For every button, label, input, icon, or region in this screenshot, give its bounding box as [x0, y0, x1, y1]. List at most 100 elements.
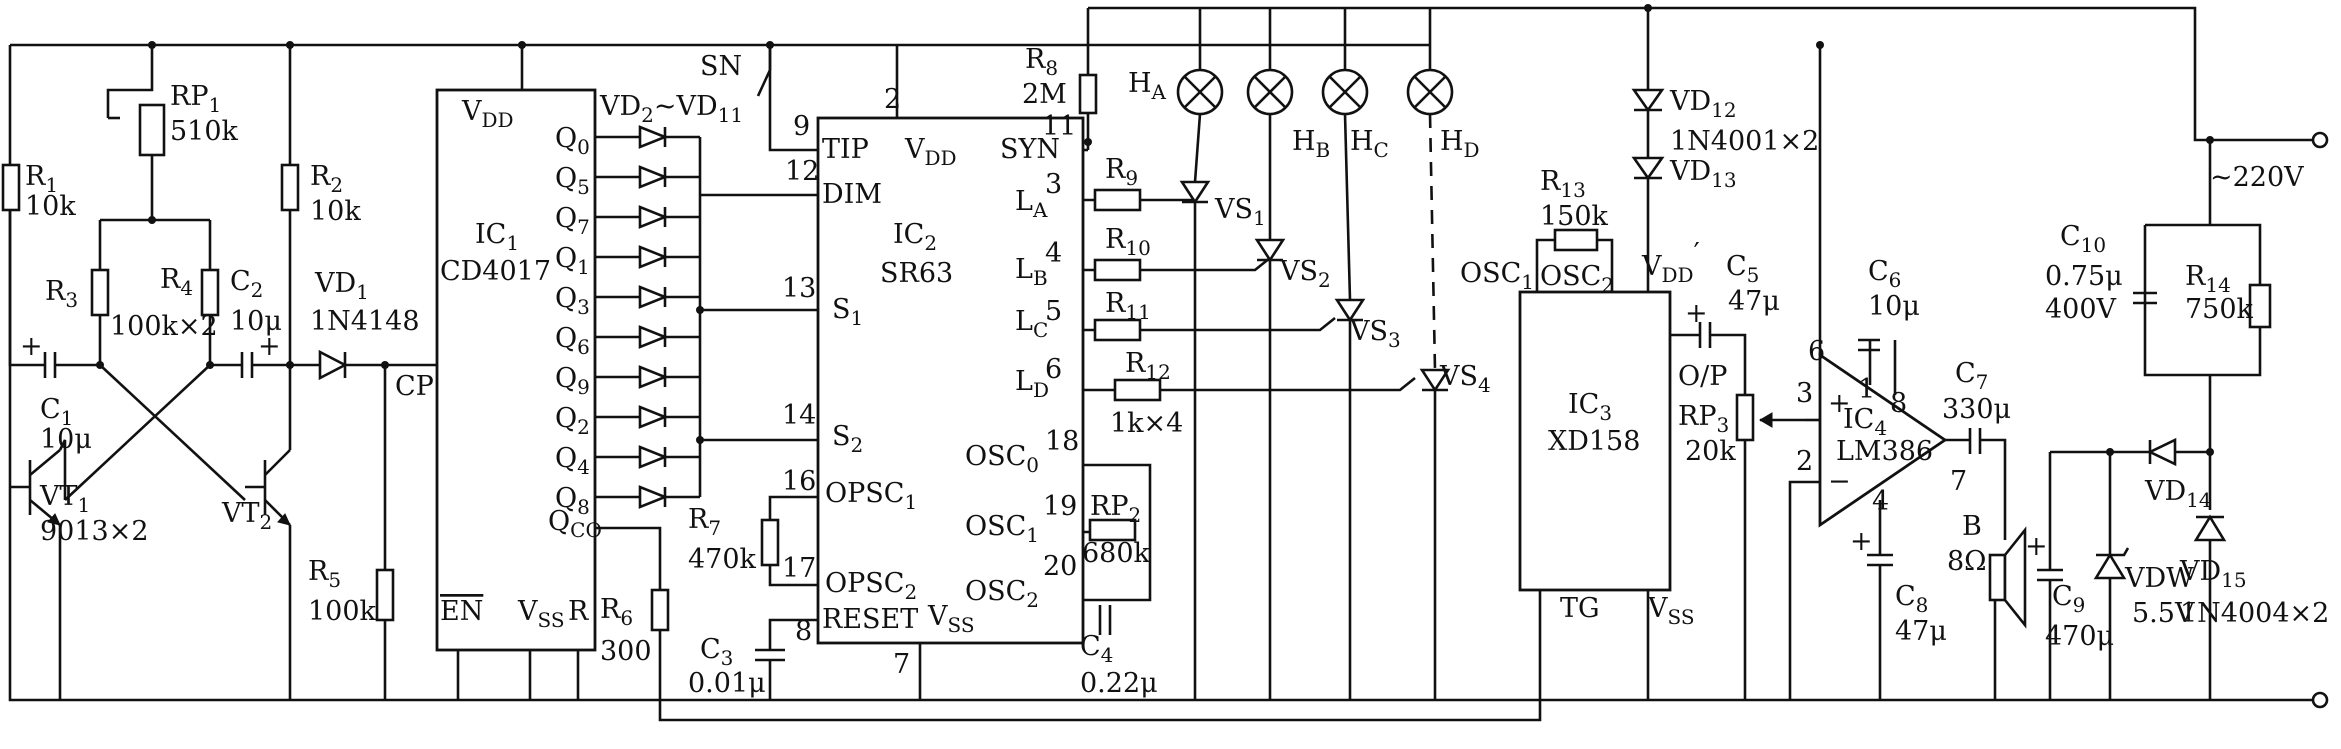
svg-text:+: + [20, 331, 43, 362]
svg-text:13: 13 [782, 273, 816, 304]
svg-text:DIM: DIM [822, 179, 882, 210]
svg-text:0.01μ: 0.01μ [688, 668, 766, 699]
svg-text:20k: 20k [1685, 436, 1736, 467]
svg-text:R12: R12 [1125, 348, 1171, 384]
svg-text:LM386: LM386 [1836, 436, 1933, 467]
svg-text:RESET: RESET [822, 604, 918, 635]
svg-text:VSS: VSS [517, 596, 565, 632]
ic1-part: CD4017 [440, 256, 551, 287]
svg-text:HC: HC [1350, 126, 1389, 162]
svg-text:XD158: XD158 [1548, 426, 1640, 457]
r8: R8 2M [1022, 44, 1098, 115]
ic1-output-label: Q5 [555, 163, 590, 199]
ic1-output-label: Q7 [555, 203, 590, 239]
svg-text:TG: TG [1560, 593, 1600, 624]
svg-text:+: + [2025, 531, 2048, 562]
ic1-output-label: Q4 [555, 443, 590, 479]
svg-text:+: + [1850, 526, 1873, 557]
svg-text:LC: LC [1015, 306, 1048, 342]
svg-text:CP: CP [395, 371, 434, 402]
svg-text:330μ: 330μ [1942, 394, 2011, 425]
svg-text:LA: LA [1015, 186, 1048, 222]
thyristor [1254, 238, 1286, 263]
svg-text:20: 20 [1043, 551, 1077, 582]
svg-text:HB: HB [1292, 126, 1330, 162]
svg-text:18: 18 [1045, 426, 1079, 457]
steering-diode [638, 485, 669, 509]
svg-text:16: 16 [782, 466, 816, 497]
svg-text:510k: 510k [170, 116, 239, 147]
svg-text:R3: R3 [45, 276, 78, 312]
svg-text:RP1: RP1 [170, 81, 221, 117]
svg-text:IC3: IC3 [1568, 389, 1612, 425]
ic4-lm386: + − IC4 LM386 6 1 8 3 2 4 7 C6 10μ [1788, 45, 1967, 700]
thyristor [1179, 180, 1211, 205]
svg-text:VS2: VS2 [1279, 256, 1331, 292]
steering-diode [638, 245, 669, 269]
svg-text:7: 7 [893, 649, 910, 680]
svg-text:R: R [568, 596, 589, 627]
svg-text:10k: 10k [310, 196, 361, 227]
r7-c3: R7 470k C3 0.01μ [688, 504, 785, 700]
svg-text:7: 7 [1950, 466, 1967, 497]
svg-text:470k: 470k [688, 544, 757, 575]
svg-text:9013×2: 9013×2 [40, 516, 149, 547]
vd2-11-label: VD2~VD11 [599, 91, 743, 127]
svg-text:C1: C1 [40, 394, 73, 430]
svg-text:C8: C8 [1895, 581, 1928, 617]
svg-text:R4: R4 [160, 264, 193, 300]
svg-text:OSC1: OSC1 [1460, 258, 1534, 294]
svg-text:VDW: VDW [2124, 563, 2194, 594]
svg-text:VDD: VDD [461, 96, 514, 132]
svg-text:LD: LD [1015, 366, 1049, 402]
svg-text:SN: SN [700, 51, 742, 82]
svg-text:47μ: 47μ [1895, 616, 1947, 647]
svg-text:17: 17 [782, 553, 816, 584]
r6-label: R6 [600, 594, 633, 630]
svg-text:680k: 680k [1082, 538, 1151, 569]
svg-text:400V: 400V [2045, 294, 2117, 325]
svg-text:C5: C5 [1726, 251, 1759, 287]
svg-text:C2: C2 [230, 266, 263, 302]
svg-text:100k×2: 100k×2 [110, 311, 218, 342]
svg-text:1N4004×2: 1N4004×2 [2180, 598, 2329, 629]
svg-text:OSC0: OSC0 [965, 441, 1039, 477]
svg-text:1N4001×2: 1N4001×2 [1670, 126, 1819, 157]
svg-text:TIP: TIP [822, 134, 869, 165]
sn-switch: SN [700, 45, 772, 97]
svg-text:IC1: IC1 [475, 219, 519, 255]
svg-text:VS4: VS4 [1439, 361, 1491, 397]
c8: + C8 47μ [1850, 526, 1947, 700]
svg-text:HA: HA [1128, 68, 1167, 104]
svg-text:1N4148: 1N4148 [310, 306, 420, 337]
svg-text:VD14: VD14 [2144, 476, 2212, 512]
lamps-and-thyristors: HA HB HC HD VS1 VS2 VS3 VS4 OSC1 [1128, 8, 1534, 700]
svg-text:3: 3 [1045, 169, 1062, 200]
svg-text:R10: R10 [1105, 224, 1151, 260]
ic1-cd4017: IC1 CD4017 VDD EN VSS R QCO R6 300 Q0Q5Q… [435, 45, 1542, 722]
svg-text:EN: EN [440, 596, 483, 627]
svg-text:5.5V: 5.5V [2132, 598, 2195, 629]
ac-terminal-top [2311, 131, 2329, 149]
svg-text:6: 6 [1808, 336, 1825, 367]
steering-diode [638, 125, 669, 149]
svg-text:RP3: RP3 [1678, 401, 1729, 437]
svg-text:R13: R13 [1540, 166, 1586, 202]
ic1-output-label: Q3 [555, 283, 590, 319]
svg-text:R9: R9 [1105, 154, 1138, 190]
svg-text:R1: R1 [25, 161, 58, 197]
svg-text:VS1: VS1 [1214, 194, 1266, 230]
svg-text:QCO: QCO [548, 506, 602, 542]
svg-text:VD1: VD1 [314, 268, 369, 304]
svg-text:10k: 10k [25, 191, 76, 222]
svg-text:8Ω: 8Ω [1947, 546, 1987, 577]
svg-text:0.22μ: 0.22μ [1080, 668, 1158, 699]
svg-text:LB: LB [1015, 254, 1048, 290]
svg-text:OSC2: OSC2 [1540, 261, 1614, 297]
svg-text:VSS: VSS [1647, 593, 1695, 629]
svg-text:2M: 2M [1022, 79, 1067, 110]
svg-text:VDD: VDD [904, 134, 957, 170]
svg-text:47μ: 47μ [1728, 286, 1780, 317]
steering-diode [638, 325, 669, 349]
